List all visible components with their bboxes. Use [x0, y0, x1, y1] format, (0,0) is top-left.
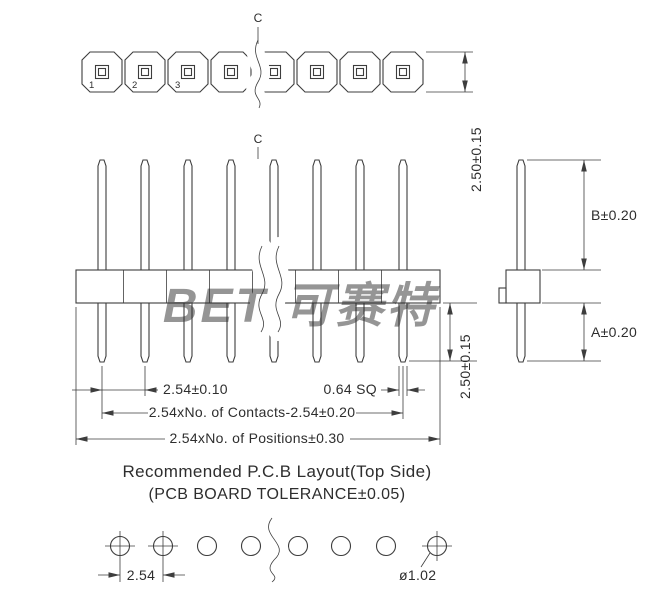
pcb-layout-subtitle: (PCB BOARD TOLERANCE±0.05) — [149, 486, 406, 503]
above-board-dimension: B±0.20 — [527, 159, 637, 271]
hole-crosshairs — [105, 531, 452, 582]
positions-span-dimension: 2.54xNo. of Positions±0.30 — [75, 307, 441, 446]
pin-square-dim-label: 0.64 SQ — [324, 381, 377, 397]
break-line — [275, 245, 283, 333]
pin — [140, 159, 150, 271]
pcb-hole — [287, 535, 309, 557]
pad — [339, 51, 381, 93]
hole-diameter-dim-label: ø1.02 — [399, 567, 436, 583]
pad-height-dimension: 2.50±0.15 — [426, 51, 484, 192]
tail-length-dimension: 2.50±0.15 — [409, 302, 477, 399]
pad — [124, 51, 166, 93]
housing-dividers — [123, 270, 382, 303]
housing-body — [505, 269, 541, 304]
pitch-dimension: 2.54±0.10 — [72, 366, 228, 419]
pin — [516, 159, 526, 271]
hole-pitch-dim-label: 2.54 — [127, 567, 155, 583]
break-line — [254, 39, 262, 109]
pad-number-1: 1 — [89, 80, 94, 91]
pin — [398, 159, 408, 271]
below-board-dimension: A±0.20 — [527, 302, 637, 362]
pcb-layout: Recommended P.C.B Layout(Top Side) (PCB … — [98, 462, 452, 591]
watermark: BET 可赛特 — [163, 280, 440, 333]
pcb-hole — [240, 535, 262, 557]
pin-tail — [97, 302, 107, 363]
pad — [167, 51, 209, 93]
pad-height-dim-label: 2.50±0.15 — [468, 127, 484, 192]
pin — [183, 159, 193, 271]
centerline-label: C — [254, 132, 263, 146]
pcb-hole — [375, 535, 397, 557]
pad — [210, 51, 252, 93]
pin — [226, 159, 236, 271]
pad — [296, 51, 338, 93]
pin — [97, 159, 107, 271]
pad-number-2: 2 — [132, 80, 137, 91]
pitch-dim-label: 2.54±0.10 — [163, 381, 228, 397]
contacts-span-dim-label: 2.54xNo. of Contacts-2.54±0.20 — [149, 404, 356, 420]
pin — [355, 159, 365, 271]
centerline-label: C — [254, 11, 263, 25]
side-view: B±0.20 A±0.20 — [498, 159, 637, 363]
pad-number-3: 3 — [175, 80, 180, 91]
break-line — [258, 245, 266, 333]
break-line — [268, 517, 280, 583]
pcb-hole — [196, 535, 218, 557]
pad — [382, 51, 424, 93]
hole-diameter-dimension: ø1.02 — [399, 552, 436, 583]
pin-square-dimension: 0.64 SQ — [324, 366, 425, 397]
contacts-span-dimension: 2.54xNo. of Contacts-2.54±0.20 — [102, 366, 404, 420]
above-board-dim-label: B±0.20 — [591, 207, 637, 223]
break-line-erase — [259, 509, 289, 591]
pcb-layout-title: Recommended P.C.B Layout(Top Side) — [122, 462, 431, 481]
housing-step — [498, 287, 507, 304]
pcb-hole — [330, 535, 352, 557]
pin-tail — [516, 302, 526, 363]
pad — [81, 51, 123, 93]
pin-tail — [140, 302, 150, 363]
front-view: C 2.50±0.15 2.54±0.10 0.64 SQ — [72, 132, 477, 446]
top-view: 1 2 3 C 2.50±0.15 — [81, 11, 484, 192]
below-board-dim-label: A±0.20 — [591, 324, 637, 340]
tail-length-dim-label: 2.50±0.15 — [457, 334, 473, 399]
positions-span-dim-label: 2.54xNo. of Positions±0.30 — [169, 430, 344, 446]
hole-pitch-dimension: 2.54 — [98, 567, 185, 583]
pin — [312, 159, 322, 271]
